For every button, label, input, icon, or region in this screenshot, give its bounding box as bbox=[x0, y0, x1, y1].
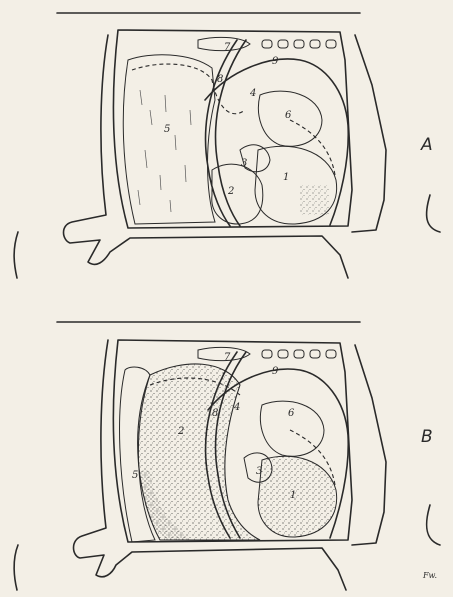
panel-a: 1 2 3 4 5 6 7 8 9 A bbox=[14, 13, 440, 278]
label-b-4: 4 bbox=[233, 402, 240, 413]
front-leg-line bbox=[14, 545, 18, 590]
label-a-7: 7 bbox=[224, 42, 231, 53]
label-b-7: 7 bbox=[224, 352, 231, 363]
label-b-3: 3 bbox=[256, 466, 262, 477]
label-a-2: 2 bbox=[227, 186, 234, 197]
rib-stub-2 bbox=[278, 350, 288, 358]
rib-stub-3 bbox=[294, 350, 304, 358]
organ-1 bbox=[258, 456, 337, 537]
rib-arch-outer bbox=[216, 40, 246, 226]
front-leg-line bbox=[14, 232, 18, 278]
body-outline bbox=[64, 35, 387, 278]
label-a-8: 8 bbox=[217, 74, 223, 85]
rib-stub-4 bbox=[310, 350, 320, 358]
label-b-2: 2 bbox=[177, 426, 184, 437]
rib-stub-5 bbox=[326, 350, 336, 358]
rib-stub-2 bbox=[278, 40, 288, 48]
hind-leg-line bbox=[427, 505, 440, 545]
panel-label-b: B bbox=[421, 427, 433, 447]
panel-label-a: A bbox=[420, 135, 433, 155]
label-b-1: 1 bbox=[290, 490, 296, 501]
label-a-5: 5 bbox=[164, 124, 170, 135]
organ-5 bbox=[123, 55, 215, 224]
hind-leg-line bbox=[427, 195, 440, 232]
panel-b: 1 2 3 4 5 6 7 8 9 B bbox=[14, 322, 440, 590]
label-a-9: 9 bbox=[272, 56, 279, 67]
label-a-3: 3 bbox=[241, 158, 247, 169]
rib-stub-4 bbox=[310, 40, 320, 48]
label-b-8: 8 bbox=[212, 408, 218, 419]
label-a-4: 4 bbox=[249, 88, 256, 99]
label-a-6: 6 bbox=[285, 110, 292, 121]
rib-stub-5 bbox=[326, 40, 336, 48]
label-b-9: 9 bbox=[272, 366, 279, 377]
rib-stub-1 bbox=[262, 40, 272, 48]
artist-signature: Fw. bbox=[422, 571, 437, 580]
rib-arch-inner bbox=[206, 40, 237, 226]
label-a-1: 1 bbox=[283, 172, 289, 183]
label-b-5: 5 bbox=[132, 470, 138, 481]
rib-stub-1 bbox=[262, 350, 272, 358]
rib-stub-3 bbox=[294, 40, 304, 48]
label-b-6: 6 bbox=[288, 408, 295, 419]
